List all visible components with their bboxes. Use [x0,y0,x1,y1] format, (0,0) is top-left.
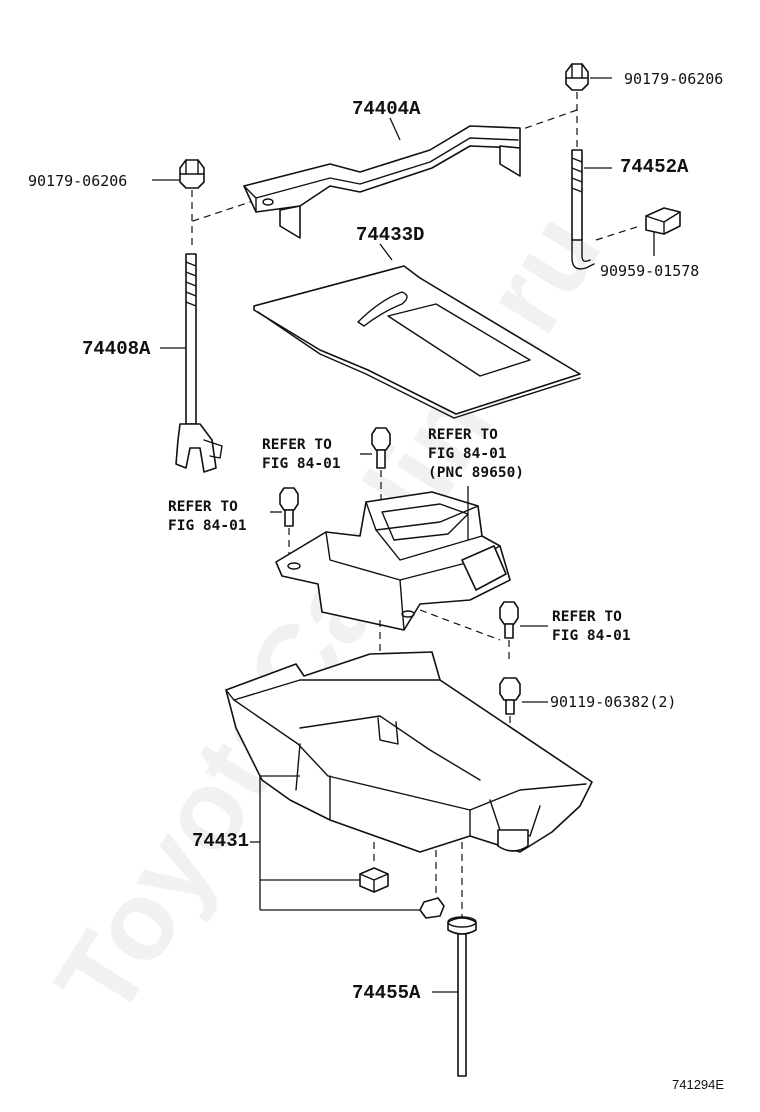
illustration-code: 741294E [672,1077,725,1092]
part-label-74452a: 74452A [620,156,689,178]
refer-note-2: REFER TO FIG 84-01 (PNC 89650) [428,427,525,481]
part-label-74431: 74431 [192,830,250,852]
bolt-74455a [447,916,477,1077]
dash-line-bracket [189,109,578,223]
bolt-refer-right [499,601,519,639]
refer-note-3: REFER TO FIG 84-01 [168,499,247,534]
nut-90179-top [565,63,589,91]
part-label-90179-06206-top: 90179-06206 [624,70,724,88]
dash-line-clip [595,225,641,241]
stud-74452a [571,149,595,270]
hook-bolt-74408a [175,253,223,473]
clip-90959-01578 [645,207,681,235]
part-label-74404a: 74404A [352,98,421,120]
nut-90179-left [179,159,205,189]
part-label-74455a: 74455A [352,982,421,1004]
part-label-90959-01578: 90959-01578 [600,262,700,280]
part-label-90119-06382: 90119-06382(2) [550,693,677,711]
refer-note-1: REFER TO FIG 84-01 [262,437,341,472]
airbag-sensor-unit [275,491,511,631]
part-label-74408a: 74408A [82,338,151,360]
leader-lines [152,77,655,993]
part-label-90179-06206-left: 90179-06206 [28,172,128,190]
part-label-74433d: 74433D [356,224,425,246]
bolt-refer-left [279,487,299,527]
refer-note-4: REFER TO FIG 84-01 [552,609,631,644]
bracket-74404a [243,125,521,239]
bolt-90119-06382 [499,677,521,715]
bolt-refer-top [371,427,391,469]
tray-74431 [225,651,593,853]
clip-nut-1 [359,867,389,893]
clip-nut-2 [419,897,445,919]
dash-lines-clips [373,842,463,920]
pad-74433d [253,265,581,419]
dash-lines-bolts [288,470,510,660]
